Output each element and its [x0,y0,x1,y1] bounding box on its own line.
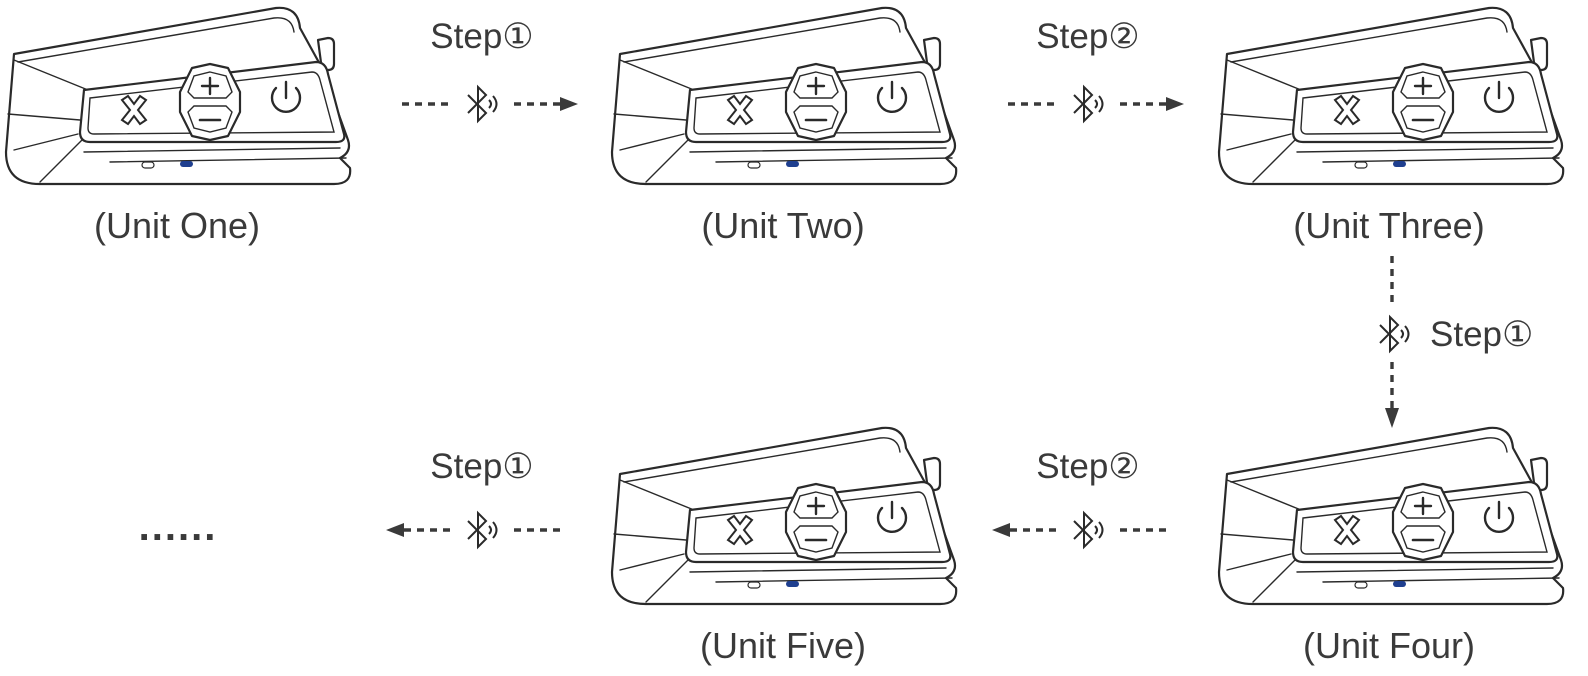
intercom-device-icon [610,6,958,186]
intercom-device-icon [1217,6,1565,186]
unit-one-label: (Unit One) [94,205,260,246]
arrow-left-icon [386,523,404,537]
unit-three-label: (Unit Three) [1293,205,1484,246]
step-five-to-next: Step① [386,447,562,548]
step-one-to-two: Step① [402,17,578,122]
step-label: Step① [1430,315,1533,354]
bluetooth-signal-icon [1073,512,1104,548]
unit-five [610,426,958,606]
bluetooth-signal-icon [1379,316,1410,352]
step-label: Step① [430,447,533,486]
intercom-device-icon [610,426,958,606]
step-four-to-five: Step② [992,447,1166,548]
step-three-to-four: Step① [1379,256,1533,428]
unit-three [1217,6,1565,186]
step-two-to-three: Step② [1008,17,1184,122]
step-label: Step② [1036,17,1139,56]
step-label: Step② [1036,447,1139,486]
arrow-right-icon [560,97,578,111]
unit-two [610,6,958,186]
intercom-device-icon [4,6,352,186]
intercom-device-icon [1217,426,1565,606]
unit-four-label: (Unit Four) [1303,625,1475,666]
unit-one [4,6,352,186]
bluetooth-signal-icon [1073,86,1104,122]
unit-four [1217,426,1565,606]
bluetooth-signal-icon [467,512,498,548]
continuation-ellipsis: ...... [139,505,218,549]
bluetooth-signal-icon [467,86,498,122]
unit-two-label: (Unit Two) [701,205,864,246]
arrow-down-icon [1385,408,1399,428]
arrow-right-icon [1166,97,1184,111]
arrow-left-icon [992,523,1010,537]
unit-five-label: (Unit Five) [700,625,866,666]
step-label: Step① [430,17,533,56]
